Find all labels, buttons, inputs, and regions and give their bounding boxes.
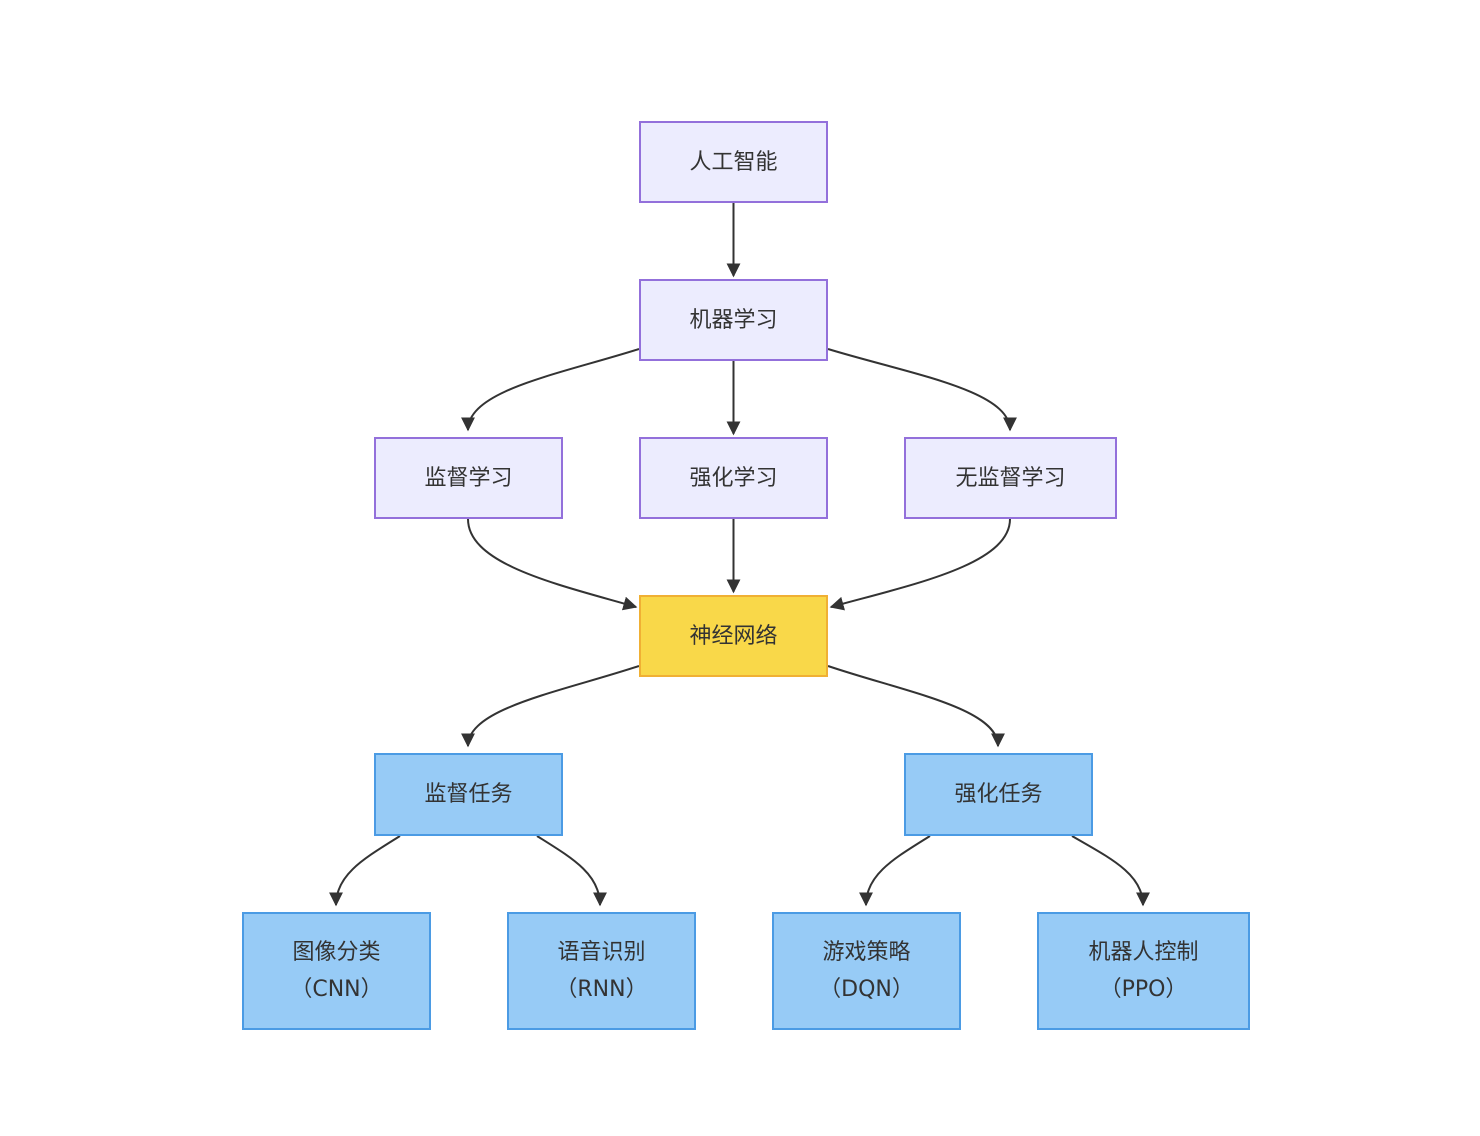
edge-neural-net-reinforcement-task xyxy=(827,665,1005,748)
node-ai: 人工智能 xyxy=(639,121,828,203)
edge-reinforcement-task-game xyxy=(859,835,931,907)
node-robot-control: 机器人控制 （PPO） xyxy=(1037,912,1250,1030)
node-supervised-task-label: 监督任务 xyxy=(424,782,513,807)
edge-reinforcement-task-robot xyxy=(1071,835,1150,907)
edge-supervised-neural-net xyxy=(467,518,638,611)
node-reinforcement-task-label: 强化任务 xyxy=(954,782,1043,807)
node-robot-control-model: （PPO） xyxy=(1099,977,1188,1002)
node-speech-recognition-model: （RNN） xyxy=(555,977,648,1002)
edge-unsupervised-neural-net xyxy=(829,518,1011,611)
node-machine-learning: 机器学习 xyxy=(639,279,828,361)
node-speech-recognition-label: 语音识别 xyxy=(557,940,646,965)
node-unsupervised-learning-label: 无监督学习 xyxy=(955,465,1066,491)
node-supervised-learning-label: 监督学习 xyxy=(424,465,513,491)
edge-ml-unsupervised xyxy=(827,348,1017,432)
node-game-strategy-model: （DQN） xyxy=(819,977,914,1002)
node-image-classification: 图像分类 （CNN） xyxy=(242,912,431,1030)
node-reinforcement-learning: 强化学习 xyxy=(639,437,828,519)
node-supervised-task: 监督任务 xyxy=(374,753,563,836)
node-image-classification-label: 图像分类 xyxy=(292,940,381,965)
edge-supervised-task-image xyxy=(329,835,401,907)
node-game-strategy-label: 游戏策略 xyxy=(822,940,911,965)
node-machine-learning-label: 机器学习 xyxy=(689,307,778,333)
node-neural-network-label: 神经网络 xyxy=(689,623,778,649)
node-image-classification-model: （CNN） xyxy=(290,977,383,1002)
edge-neural-net-supervised-task xyxy=(461,665,640,748)
node-ai-label: 人工智能 xyxy=(689,149,778,175)
edge-ml-supervised xyxy=(461,348,640,432)
node-supervised-learning: 监督学习 xyxy=(374,437,563,519)
node-reinforcement-task: 强化任务 xyxy=(904,753,1093,836)
node-unsupervised-learning: 无监督学习 xyxy=(904,437,1117,519)
node-reinforcement-learning-label: 强化学习 xyxy=(689,465,778,491)
node-game-strategy: 游戏策略 （DQN） xyxy=(772,912,961,1030)
node-speech-recognition: 语音识别 （RNN） xyxy=(507,912,696,1030)
node-robot-control-label: 机器人控制 xyxy=(1088,940,1199,965)
node-neural-network: 神经网络 xyxy=(639,595,828,677)
edge-supervised-task-speech xyxy=(536,835,607,907)
